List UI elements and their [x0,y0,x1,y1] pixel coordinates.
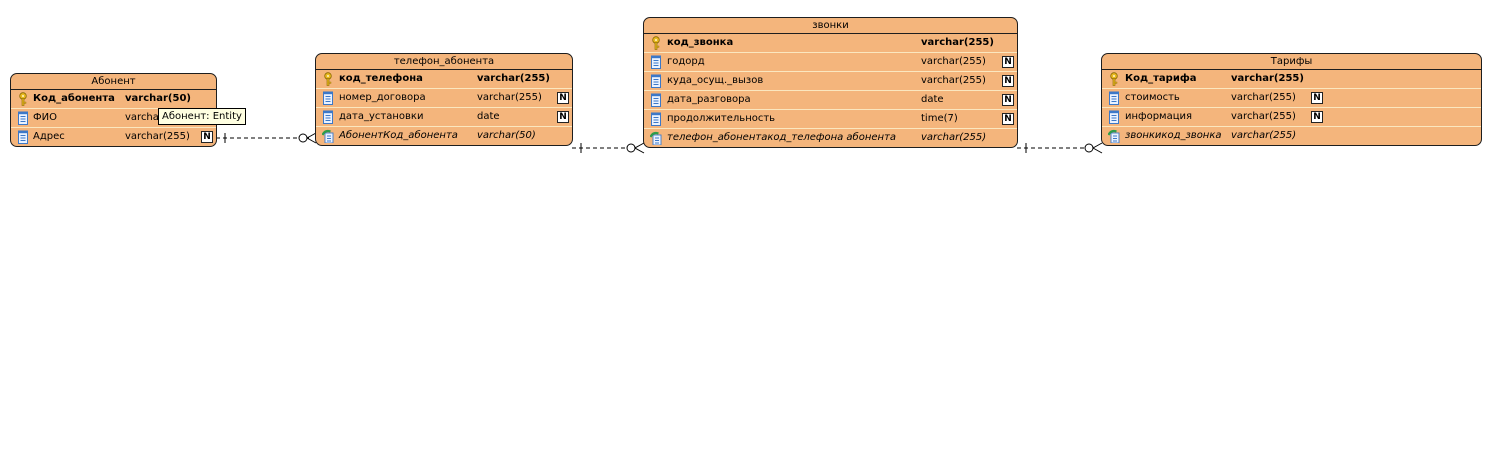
column-name: код_звонка [667,37,734,48]
column-type: varchar(255) [477,73,550,84]
primary-key-icon [19,92,27,106]
column-type: varchar(255) [125,109,190,127]
column-type: varchar(255) [921,37,994,48]
relationship-telefon-zvonki[interactable] [572,142,645,154]
entity-title: звонки [644,18,1017,34]
primary-key-row[interactable]: код_звонка varchar(255) [644,34,1017,53]
column-type: date [477,111,500,122]
entity-tooltip: Абонент: Entity [158,108,246,125]
entity-zvonki[interactable]: звонки код_звонка varchar(255) годорд varcha… [643,17,1018,148]
column-row[interactable]: продолжительность time(7) N [644,110,1017,129]
foreign-key-icon [322,129,334,143]
column-type: date [921,94,944,105]
column-type: varchar(255) [921,75,986,86]
relationship-abonent-telefon[interactable] [216,132,317,144]
column-type: varchar(255) [477,92,542,103]
column-type: varchar(255) [125,131,190,142]
nullable-badge: N [557,92,569,104]
column-name: годорд [667,56,705,67]
column-name: Код_абонента [33,93,115,104]
column-type: varchar(255) [1231,111,1296,122]
column-type: varchar(50) [477,130,536,141]
nullable-badge: N [1311,111,1323,123]
column-name: стоимость [1125,92,1180,103]
column-icon [651,112,661,126]
foreign-key-row[interactable]: телефон_абонентакод_телефона абонента var… [644,129,1017,147]
nullable-badge: N [1311,92,1323,104]
primary-key-row[interactable]: Код_тарифа varchar(255) [1102,70,1481,89]
entity-title: Тарифы [1102,54,1481,70]
column-icon [651,93,661,107]
nullable-badge: N [1002,56,1014,68]
column-row[interactable]: годорд varchar(255) N [644,53,1017,72]
column-type: varchar(50) [125,93,191,104]
column-name: код_телефона [339,73,423,84]
column-icon [323,110,333,124]
foreign-key-row[interactable]: звонкикод_звонка varchar(255) [1102,127,1481,145]
primary-key-icon [652,36,660,50]
nullable-badge: N [1002,94,1014,106]
nullable-badge: N [1002,75,1014,87]
column-type: varchar(255) [1231,130,1297,141]
column-icon [1109,91,1119,105]
column-name: АбонентКод_абонента [339,130,458,141]
column-name: звонкикод_звонка [1125,130,1222,141]
primary-key-row[interactable]: код_телефона varchar(255) [316,70,572,89]
column-type: varchar(255) [1231,92,1296,103]
entity-abonent[interactable]: АбонентКод_абонента varchar(50) ФИО varchar… [10,73,217,147]
column-name: продолжительность [667,113,776,124]
nullable-badge: N [1002,113,1014,125]
column-type: varchar(255) [1231,73,1304,84]
column-icon [18,111,28,125]
column-type: time(7) [921,113,958,124]
column-name: дата_установки [339,111,424,122]
column-row[interactable]: информация varchar(255) N [1102,108,1481,127]
column-name: дата_разговора [667,94,751,105]
primary-key-icon [324,72,332,86]
column-name: информация [1125,111,1193,122]
column-icon [651,74,661,88]
column-row[interactable]: Адрес varchar(255) N [11,128,216,146]
relationship-zvonki-tarify[interactable] [1017,142,1103,154]
column-icon [18,130,28,144]
nullable-badge: N [201,131,213,143]
column-name: Код_тарифа [1125,73,1197,84]
column-icon [323,91,333,105]
foreign-key-row[interactable]: АбонентКод_абонента varchar(50) [316,127,572,145]
column-name: телефон_абонентакод_телефона абонента [667,132,897,143]
column-name: куда_осущ._вызов [667,75,764,86]
entity-telefon-abonenta[interactable]: телефон_абонента код_телефона varchar(255)… [315,53,573,146]
column-type: varchar(255) [921,56,986,67]
column-row[interactable]: дата_установки date N [316,108,572,127]
column-icon [651,55,661,69]
column-row[interactable]: дата_разговора date N [644,91,1017,110]
entity-title: Абонент [11,74,216,90]
column-name: номер_договора [339,92,426,103]
primary-key-row[interactable]: Код_абонента varchar(50) [11,90,216,109]
column-icon [1109,110,1119,124]
primary-key-icon [1110,72,1118,86]
column-name: ФИО [33,112,57,123]
entity-title: телефон_абонента [316,54,572,70]
column-row[interactable]: номер_договора varchar(255) N [316,89,572,108]
foreign-key-icon [1108,129,1120,143]
column-name: Адрес [33,131,65,142]
column-row[interactable]: куда_осущ._вызов varchar(255) N [644,72,1017,91]
nullable-badge: N [557,111,569,123]
foreign-key-icon [650,131,662,145]
column-row[interactable]: стоимость varchar(255) N [1102,89,1481,108]
column-type: varchar(255) [921,132,987,143]
